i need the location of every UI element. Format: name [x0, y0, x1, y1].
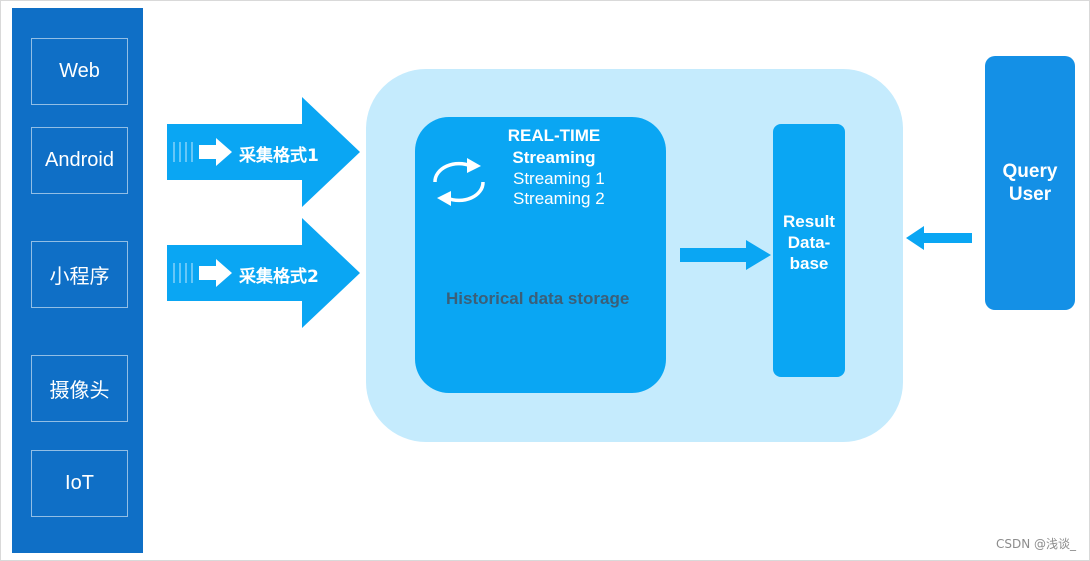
collection-arrow-1: 采集格式1 — [167, 97, 360, 207]
streaming-item-2: Streaming 2 — [513, 189, 605, 208]
collection-label-1: 采集格式1 — [239, 146, 319, 166]
source-mini-program-label: 小程序 — [49, 266, 110, 288]
query-user-line1: Query — [1002, 161, 1058, 182]
source-web: Web — [31, 38, 128, 105]
result-db-line3: base — [789, 254, 829, 273]
result-database — [773, 124, 845, 377]
refresh-cycle-icon — [433, 158, 485, 206]
realtime-title-line1: REAL-TIME — [507, 126, 601, 145]
realtime-title-line2: Streaming — [512, 148, 596, 167]
historical-storage-label: Historical data storage — [446, 289, 630, 308]
collection-arrow-1-shape — [167, 97, 360, 207]
collection-label-2: 采集格式2 — [239, 267, 319, 287]
white-arrow-icon — [199, 138, 232, 166]
source-camera-label: 摄像头 — [49, 380, 110, 402]
collection-arrow-2-shape — [167, 218, 360, 328]
white-arrow-icon — [199, 259, 232, 287]
source-android-label: Android — [45, 149, 114, 171]
arrow-from-query-user — [906, 226, 972, 250]
arrow-to-result-db — [680, 240, 771, 270]
result-db-line1: Result — [783, 212, 835, 231]
streaming-item-1: Streaming 1 — [513, 169, 605, 188]
source-web-label: Web — [59, 60, 100, 82]
query-user-box — [985, 56, 1075, 310]
source-iot-label: IoT — [65, 472, 94, 494]
query-user-label: Query User — [985, 160, 1075, 206]
data-source-column: Web Android 小程序 摄像头 IoT — [12, 8, 143, 553]
source-iot: IoT — [31, 450, 128, 517]
query-user-line2: User — [1008, 184, 1052, 205]
collection-arrow-2: 采集格式2 — [167, 218, 360, 328]
source-android: Android — [31, 127, 128, 194]
result-db-line2: Data- — [787, 233, 831, 252]
source-mini-program: 小程序 — [31, 241, 128, 308]
realtime-title: REAL-TIME Streaming — [486, 125, 622, 169]
source-camera: 摄像头 — [31, 355, 128, 422]
watermark: CSDN @浅谈_ — [995, 537, 1076, 551]
result-database-label: Result Data- base — [773, 211, 845, 274]
